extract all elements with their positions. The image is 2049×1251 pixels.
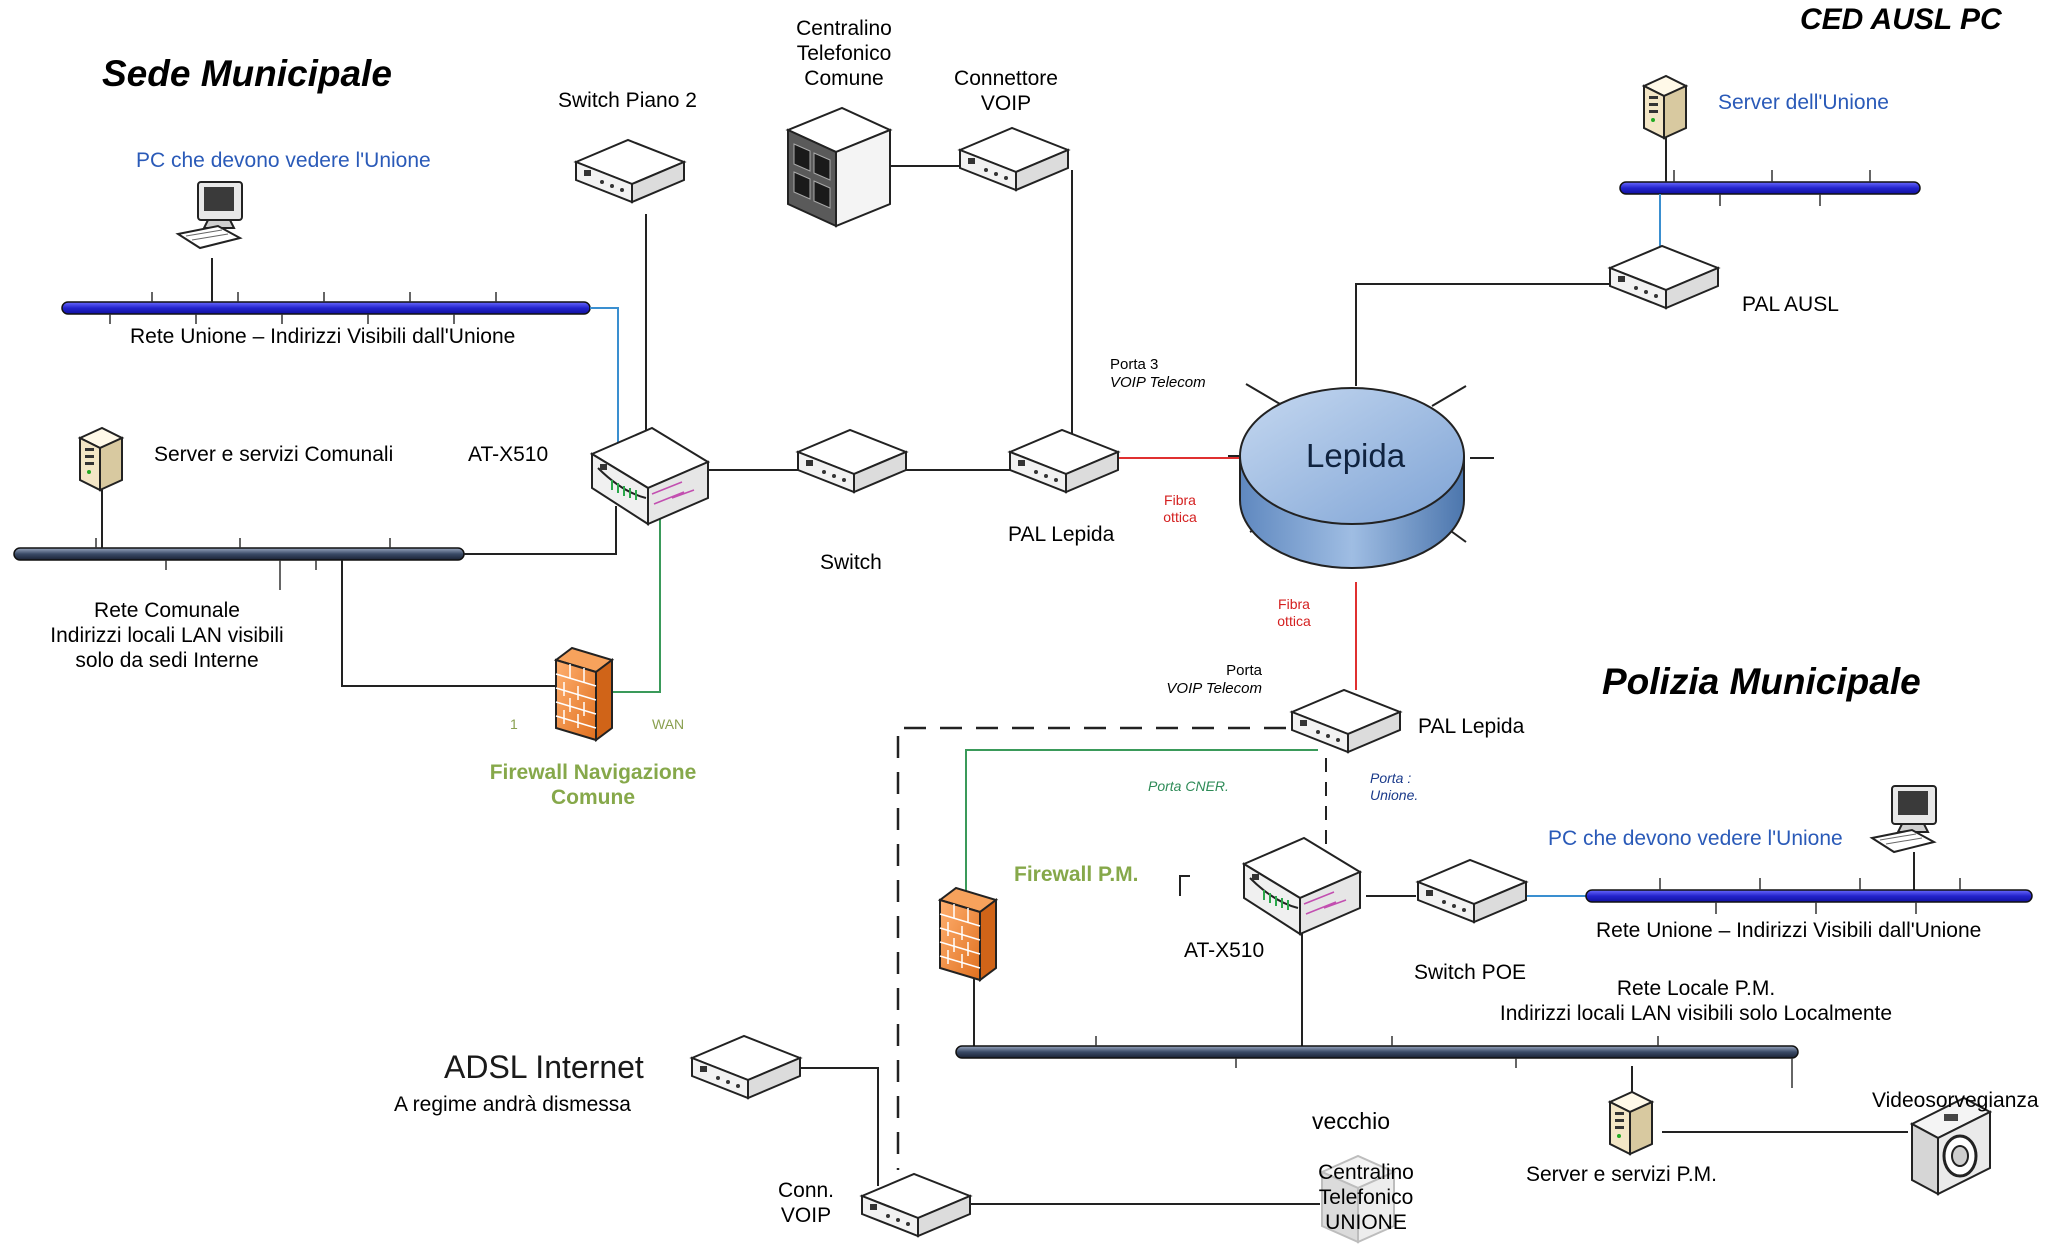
title-sede-municipale: Sede Municipale	[102, 53, 392, 94]
conn-voip-line1: Conn.	[777, 1179, 835, 1202]
pal-lepida-sede-label: PAL Lepida	[1008, 523, 1115, 546]
porta-polizia-line2: VOIP Telecom	[1166, 680, 1262, 697]
fibra-polizia-line1: Fibra	[1278, 596, 1310, 612]
rete-unione-bus-ced	[1619, 170, 1921, 206]
porta-unione-label: Porta : Unione.	[1370, 770, 1418, 804]
porta3-line2: VOIP Telecom	[1110, 374, 1206, 391]
centralino-comune-label: Centralino Telefonico Comune	[774, 16, 914, 92]
pal-lepida-polizia-label: PAL Lepida	[1418, 715, 1525, 738]
adsl-subtitle: A regime andrà dismessa	[394, 1093, 631, 1116]
fibra-polizia-line2: ottica	[1277, 612, 1311, 629]
router-sede-label: AT-X510	[468, 443, 549, 466]
centralino-unione-line1: Centralino	[1318, 1161, 1414, 1184]
centralino-unione-icon	[1319, 1154, 1397, 1244]
centralino-unione-label: Centralino Telefonico UNIONE	[1296, 1160, 1436, 1236]
switch-piano2-label: Switch Piano 2	[558, 89, 697, 112]
videosorveglianza-label: Videosorvegianza	[1872, 1089, 2039, 1112]
pc-polizia-icon	[1871, 785, 1937, 853]
firewall-comune-line1: Firewall Navigazione	[489, 761, 697, 784]
connettore-voip-line2: VOIP	[980, 92, 1032, 116]
firewall-pm-label: Firewall P.M.	[1014, 863, 1139, 886]
server-unione-icon	[1643, 75, 1687, 139]
rete-unione-sede-label: Rete Unione – Indirizzi Visibili dall'Un…	[130, 325, 516, 348]
rete-locale-line2: Indirizzi locali LAN visibili solo Local…	[1499, 1002, 1893, 1026]
server-pm-icon	[1609, 1091, 1653, 1155]
rete-unione-bus-sede	[61, 292, 591, 324]
centralino-comune-icon	[785, 106, 893, 228]
server-unione-label: Server dell'Unione	[1718, 91, 1889, 114]
centralino-unione-line2: Telefonico	[1318, 1186, 1414, 1210]
firewall-port-wan: WAN	[652, 716, 685, 732]
fibra-sede-line2: ottica	[1163, 508, 1197, 525]
sede-links	[101, 165, 1248, 693]
connettore-voip-line1: Connettore	[954, 67, 1058, 90]
rete-locale-pm-bus	[955, 1036, 1799, 1088]
pc-sede-icon	[177, 181, 243, 249]
lepida-label: Lepida	[1306, 437, 1406, 474]
porta3-label: Porta 3 VOIP Telecom	[1110, 356, 1206, 392]
conn-voip-line2: VOIP	[780, 1204, 832, 1228]
router-polizia-label: AT-X510	[1184, 939, 1265, 962]
firewall-comune-icon	[555, 647, 613, 741]
ced-links	[1355, 124, 1667, 386]
porta-voip-polizia-label: Porta VOIP Telecom	[1152, 662, 1262, 698]
porta3-line1: Porta 3	[1110, 356, 1159, 373]
fibra-ottica-polizia-label: Fibra ottica	[1264, 596, 1324, 630]
adsl-modem-icon	[691, 1035, 801, 1099]
rete-comunale-label: Rete Comunale Indirizzi locali LAN visib…	[42, 598, 292, 674]
porta-unione-line2: Unione.	[1370, 786, 1419, 803]
porta-cner-label: Porta CNER.	[1148, 778, 1229, 794]
rete-comunale-line1: Rete Comunale	[94, 599, 240, 622]
rete-comunale-bus	[13, 538, 465, 590]
firewall-port-1: 1	[510, 716, 518, 732]
router-atx510-sede-icon	[591, 427, 709, 525]
server-comunali-icon	[79, 427, 123, 491]
lepida-cloud-icon	[1239, 387, 1465, 569]
fibra-ottica-sede-label: Fibra ottica	[1150, 492, 1210, 526]
pal-ausl-label: PAL AUSL	[1742, 293, 1839, 316]
connettore-voip-icon	[959, 127, 1069, 191]
switch-label: Switch	[820, 551, 882, 574]
switch-piano2-icon	[575, 139, 685, 203]
title-polizia-municipale: Polizia Municipale	[1602, 661, 1921, 702]
pc-sede-label: PC che devono vedere l'Unione	[136, 149, 431, 172]
pal-lepida-sede-icon	[1009, 429, 1119, 493]
conn-voip-label: Conn. VOIP	[768, 1178, 844, 1228]
connettore-voip-label: Connettore VOIP	[936, 66, 1076, 116]
camera-icon	[1909, 1096, 1993, 1196]
title-ced-ausl: CED AUSL PC	[1800, 3, 2002, 36]
pal-lepida-polizia-icon	[1291, 689, 1401, 753]
switch-poe-label: Switch POE	[1414, 961, 1527, 984]
rete-locale-pm-label: Rete Locale P.M. Indirizzi locali LAN vi…	[1446, 976, 1946, 1026]
centralino-unione-line3: UNIONE	[1325, 1211, 1407, 1235]
vecchio-label: vecchio	[1312, 1108, 1390, 1134]
polizia-links	[798, 582, 1915, 1205]
centralino-comune-line1: Centralino	[796, 17, 892, 40]
server-pm-label: Server e servizi P.M.	[1526, 1163, 1717, 1186]
rete-comunale-line3: solo da sedi Interne	[75, 649, 259, 673]
switch-icon	[797, 429, 907, 493]
porta-polizia-line1: Porta	[1226, 662, 1262, 679]
pal-ausl-icon	[1609, 245, 1719, 309]
porta-unione-line1: Porta :	[1370, 770, 1412, 786]
router-atx510-polizia-icon	[1243, 837, 1361, 935]
rete-locale-line1: Rete Locale P.M.	[1616, 977, 1776, 1000]
server-comunali-label: Server e servizi Comunali	[154, 443, 394, 466]
centralino-comune-line2: Telefonico	[796, 42, 892, 66]
rete-unione-bus-polizia	[1585, 878, 2033, 914]
pc-polizia-label: PC che devono vedere l'Unione	[1548, 827, 1843, 850]
rete-unione-polizia-label: Rete Unione – Indirizzi Visibili dall'Un…	[1596, 919, 1982, 942]
firewall-pm-icon	[939, 887, 997, 981]
centralino-comune-line3: Comune	[804, 67, 884, 91]
rete-comunale-line2: Indirizzi locali LAN visibili	[50, 624, 284, 648]
adsl-internet-title: ADSL Internet	[444, 1049, 644, 1085]
firewall-comune-line2: Comune	[551, 786, 635, 810]
firewall-comune-label: Firewall Navigazione Comune	[468, 760, 718, 810]
switch-poe-icon	[1417, 859, 1527, 923]
fibra-sede-line1: Fibra	[1164, 492, 1196, 508]
